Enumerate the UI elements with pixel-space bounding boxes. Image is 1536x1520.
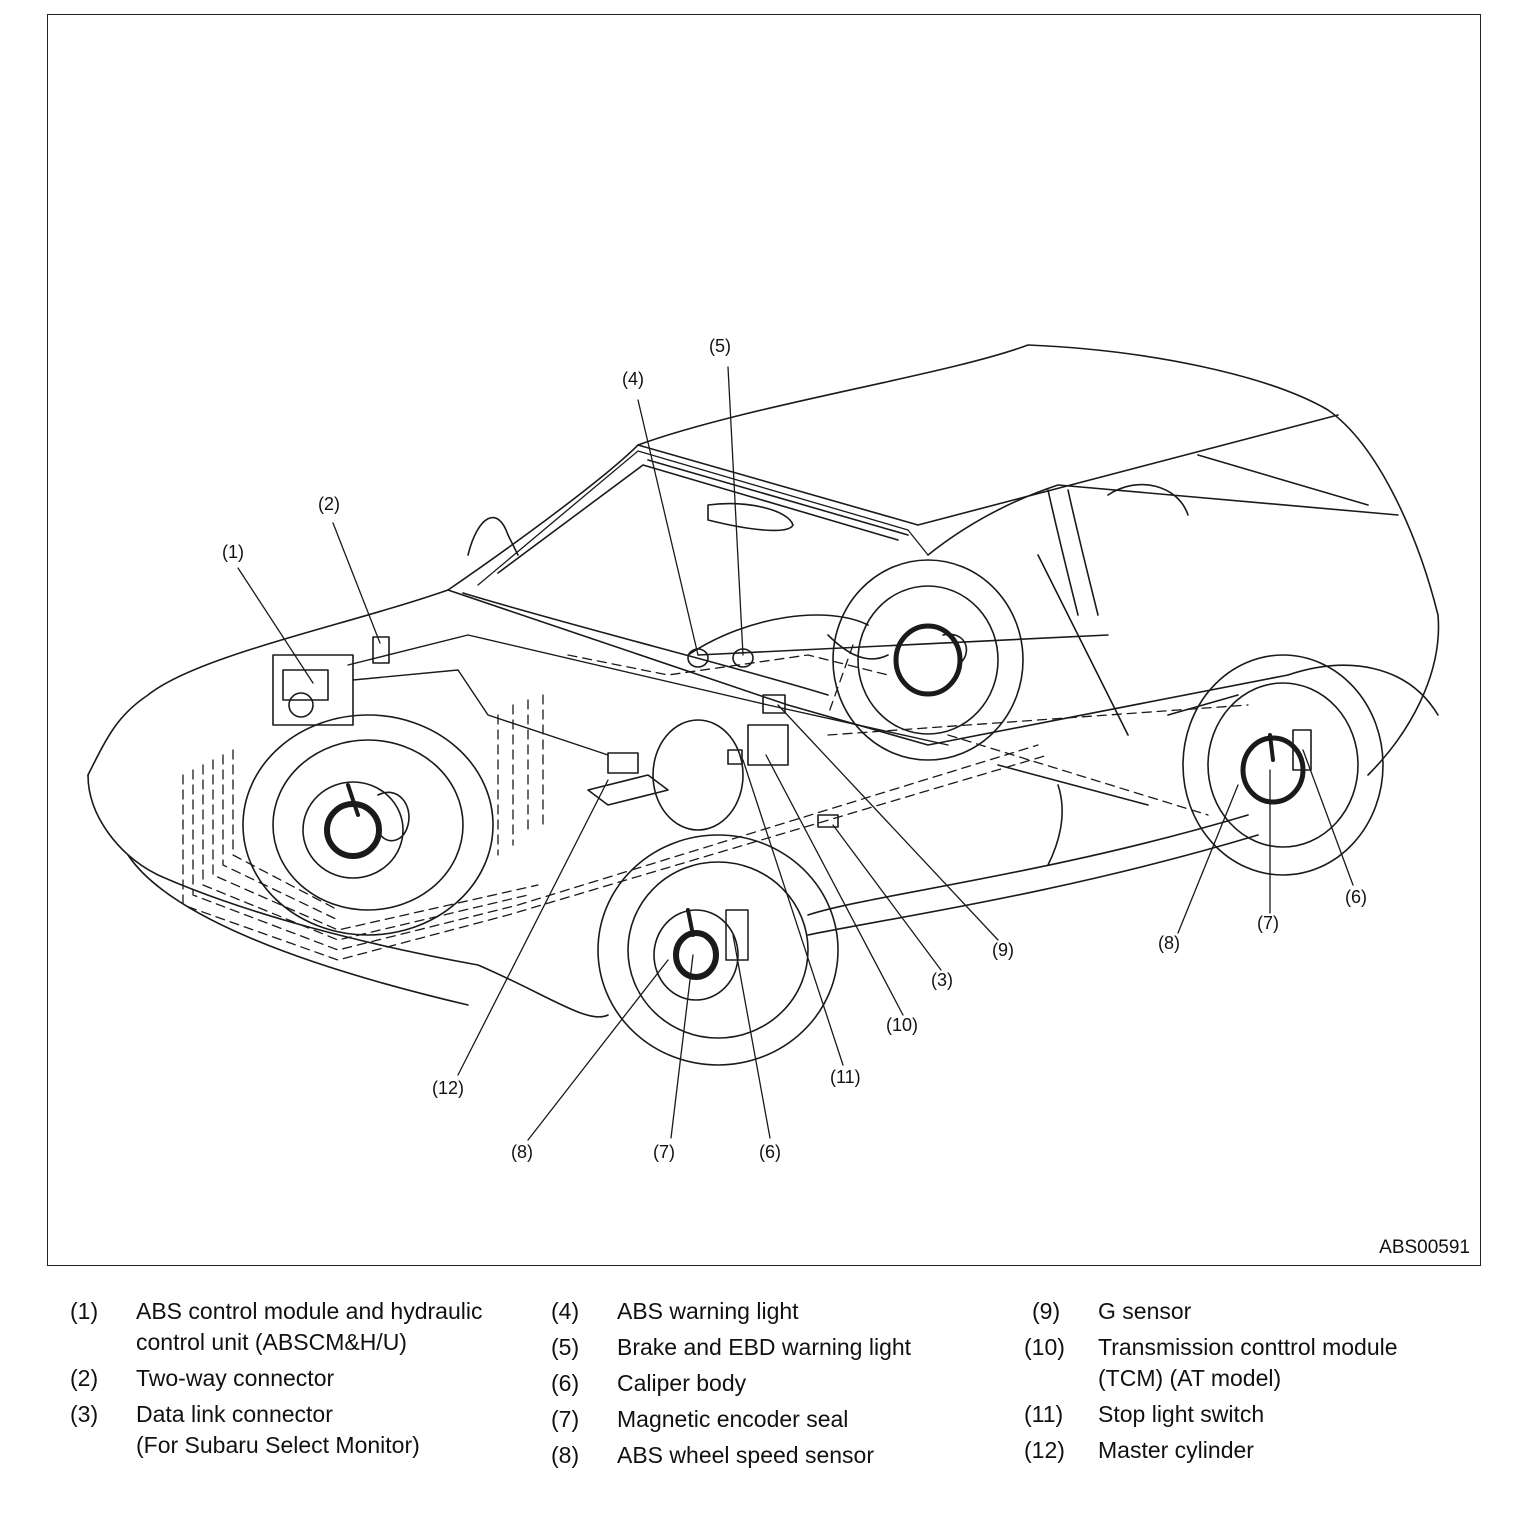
abs-layout-figure: (1) (2) (4) (5) (6) (7) (8) (9) (3) (10)…: [47, 14, 1481, 1266]
legend-text: G sensor: [1098, 1298, 1192, 1324]
callout-6-rear: (6): [1345, 887, 1367, 907]
callout-1: (1): [222, 542, 244, 562]
callout-2: (2): [318, 494, 340, 514]
callout-7-front: (7): [653, 1142, 675, 1162]
brake-lines: [347, 634, 949, 756]
legend-number: (8): [551, 1442, 580, 1468]
legend-number: (6): [551, 1370, 580, 1396]
legend-text: Caliper body: [617, 1370, 747, 1396]
legend-text: Master cylinder: [1098, 1437, 1254, 1463]
wheel-front-left: [242, 714, 494, 936]
legend-item-9: (9) G sensor: [1024, 1296, 1514, 1327]
legend-text: ABS warning light: [617, 1298, 799, 1324]
legend-text: Two-way connector: [136, 1365, 335, 1391]
legend-number: (5): [551, 1334, 580, 1360]
legend-column-1: (1) ABS control module and hydraulic con…: [70, 1296, 530, 1466]
figure-id: ABS00591: [1379, 1237, 1470, 1258]
callout-6-front: (6): [759, 1142, 781, 1162]
callout-5: (5): [709, 336, 731, 356]
legend-item-7: (7) Magnetic encoder seal: [551, 1404, 991, 1435]
callout-10: (10): [886, 1015, 918, 1035]
legend-item-8: (8) ABS wheel speed sensor: [551, 1440, 991, 1471]
legend-text: Brake and EBD warning light: [617, 1334, 912, 1360]
car-body: [87, 344, 1440, 1018]
legend-number: (7): [551, 1406, 580, 1432]
callout-8-rear: (8): [1158, 933, 1180, 953]
legend-item-10: (10) Transmission conttrol module (TCM) …: [1024, 1332, 1514, 1394]
legend-number: (1): [70, 1298, 99, 1324]
car-illustration: (1) (2) (4) (5) (6) (7) (8) (9) (3) (10)…: [87, 336, 1440, 1162]
callout-11: (11): [830, 1067, 861, 1087]
legend-number: (3): [70, 1401, 99, 1427]
components-misc: [687, 648, 839, 828]
wheel-rear-right: [1182, 654, 1384, 876]
legend-item-1: (1) ABS control module and hydraulic con…: [70, 1296, 530, 1358]
wheel-front-right: [597, 834, 839, 1066]
legend-number: (4): [551, 1298, 580, 1324]
legend-item-5: (5) Brake and EBD warning light: [551, 1332, 991, 1363]
legend-item-12: (12) Master cylinder: [1024, 1435, 1514, 1466]
legend-column-2: (4) ABS warning light (5) Brake and EBD …: [551, 1296, 991, 1476]
callout-4: (4): [622, 369, 644, 389]
legend-number: (10): [1024, 1334, 1065, 1360]
legend-text: Data link connector (For Subaru Select M…: [136, 1401, 420, 1458]
legend-item-4: (4) ABS warning light: [551, 1296, 991, 1327]
legend-item-3: (3) Data link connector (For Subaru Sele…: [70, 1399, 530, 1461]
legend-text: Transmission conttrol module (TCM) (AT m…: [1098, 1334, 1398, 1391]
callout-9: (9): [992, 940, 1014, 960]
callout-8-front: (8): [511, 1142, 533, 1162]
leader-lines: [237, 366, 1354, 1141]
wheel-rear-left: [832, 559, 1024, 761]
master-cylinder: [587, 719, 744, 831]
legend-number: (9): [1032, 1298, 1061, 1324]
legend-text: ABS control module and hydraulic control…: [136, 1298, 483, 1355]
legend-number: (11): [1024, 1401, 1064, 1427]
legend-text: Magnetic encoder seal: [617, 1406, 849, 1432]
legend-text: ABS wheel speed sensor: [617, 1442, 874, 1468]
callout-12: (12): [432, 1078, 464, 1098]
legend-column-3: (9) G sensor (10) Transmission conttrol …: [1024, 1296, 1514, 1471]
legend-number: (2): [70, 1365, 99, 1391]
legend-item-2: (2) Two-way connector: [70, 1363, 530, 1394]
wiring-harness: [182, 644, 1249, 961]
legend-item-6: (6) Caliper body: [551, 1368, 991, 1399]
callout-3: (3): [931, 970, 953, 990]
legend-number: (12): [1024, 1437, 1065, 1463]
callout-labels: (1) (2) (4) (5) (6) (7) (8) (9) (3) (10)…: [222, 336, 1367, 1162]
abs-control-module: [272, 636, 390, 726]
legend-item-11: (11) Stop light switch: [1024, 1399, 1514, 1430]
legend-text: Stop light switch: [1098, 1401, 1265, 1427]
callout-7-rear: (7): [1257, 913, 1279, 933]
